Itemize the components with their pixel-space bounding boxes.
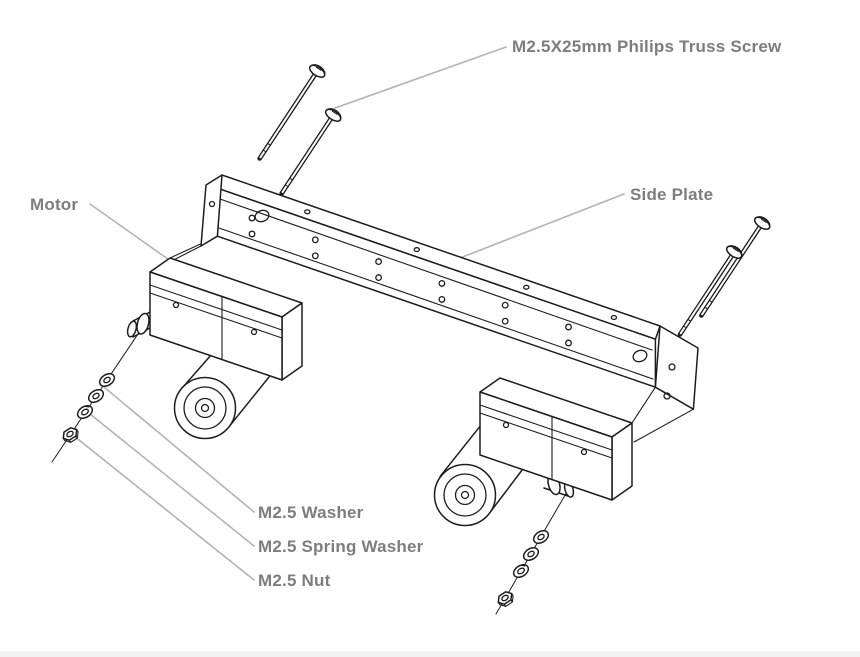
label-spring-washer: M2.5 Spring Washer	[258, 537, 424, 556]
washer-icon	[96, 370, 118, 390]
truss-screw-right-2	[677, 242, 746, 337]
fastener-stack-left	[59, 370, 118, 446]
fastener-stack-right	[494, 527, 552, 610]
label-truss-screw: M2.5X25mm Philips Truss Screw	[512, 37, 782, 56]
truss-screw-top-1	[257, 61, 329, 161]
label-motor: Motor	[30, 195, 79, 214]
label-washer: M2.5 Washer	[258, 503, 364, 522]
side-plate-illustration	[149, 174, 699, 443]
image-bottom-edge	[0, 651, 860, 657]
spring-washer-icon	[74, 402, 96, 422]
label-side-plate: Side Plate	[630, 185, 714, 204]
motor-right-illustration	[433, 377, 633, 527]
label-nut: M2.5 Nut	[258, 571, 331, 590]
washer-icon	[520, 544, 542, 564]
leader-lines	[73, 46, 625, 581]
washer-icon	[530, 527, 552, 547]
motor-left-illustration	[126, 257, 303, 440]
truss-screw-right-1	[699, 213, 774, 318]
washer-icon	[85, 386, 107, 406]
spring-washer-icon	[510, 561, 532, 581]
nut-icon	[59, 424, 82, 446]
truss-screw-top-2	[279, 105, 345, 196]
nut-icon	[494, 588, 517, 610]
